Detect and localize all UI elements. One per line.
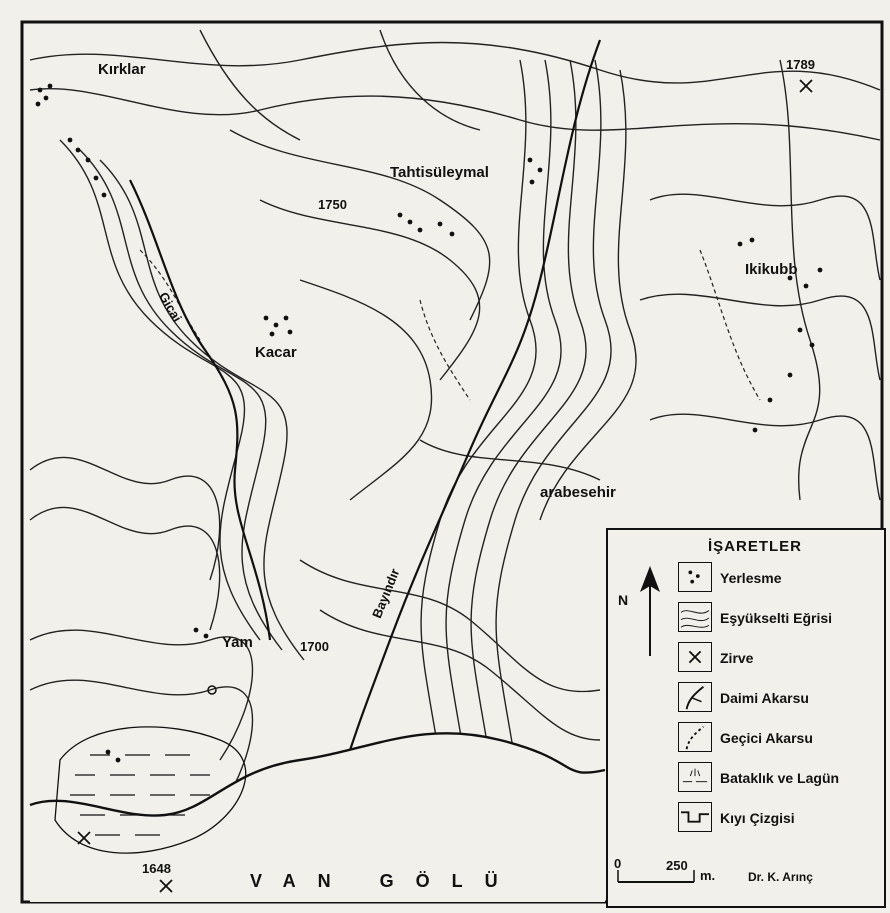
label-kirklar: Kırklar — [98, 61, 146, 78]
legend-row-permanent-stream: Daimi Akarsu — [678, 682, 884, 716]
legend-row-peak: Zirve — [678, 642, 884, 676]
settlement-dots — [35, 83, 823, 763]
scale-zero: 0 — [614, 856, 622, 871]
contour-icon — [678, 602, 712, 632]
label-elevation-1648: 1648 — [142, 861, 171, 876]
map-legend: İŞARETLER N Yerlesme Eşyükselti Eğrisi Z… — [606, 528, 886, 908]
legend-label-coastline: Kıyı Çizgisi — [720, 810, 795, 826]
label-elevation-1700: 1700 — [300, 639, 329, 654]
peak-markers — [77, 79, 813, 893]
seasonal-stream-icon — [678, 722, 712, 752]
north-arrow-icon — [640, 566, 660, 656]
marsh-area — [54, 726, 247, 854]
label-yam: Yam — [222, 634, 253, 651]
legend-row-settlement: Yerlesme — [678, 562, 884, 596]
seasonal-streams — [139, 249, 761, 401]
legend-row-seasonal-stream: Geçici Akarsu — [678, 722, 884, 756]
small-hill-marker — [207, 685, 217, 695]
legend-label-peak: Zirve — [720, 650, 754, 666]
coastline-icon — [678, 802, 712, 832]
scale-unit: m. — [700, 868, 716, 883]
legend-label-contour: Eşyükselti Eğrisi — [720, 610, 833, 626]
coastline — [29, 732, 606, 817]
legend-title: İŞARETLER — [708, 538, 803, 555]
legend-row-contour: Eşyükselti Eğrisi — [678, 602, 884, 636]
label-kacar: Kacar — [255, 344, 297, 361]
contour-lines — [29, 29, 881, 811]
settlement-icon — [678, 562, 712, 592]
label-tahtisuleyman: Tahtisüleymal — [390, 164, 489, 181]
label-arabesehir: arabesehir — [540, 484, 616, 501]
scale-value: 250 — [666, 858, 688, 873]
rivers — [129, 39, 602, 781]
scale-bar — [617, 870, 695, 883]
label-lake-van: VAN GÖLÜ — [250, 871, 520, 891]
author-credit: Dr. K. Arınç — [748, 870, 813, 884]
legend-label-permanent-stream: Daimi Akarsu — [720, 690, 809, 706]
legend-label-settlement: Yerlesme — [720, 570, 782, 586]
permanent-stream-icon — [678, 682, 712, 712]
label-elevation-1789: 1789 — [786, 57, 815, 72]
label-ikikubbe: Ikikubb — [745, 261, 798, 278]
legend-label-marsh: Bataklık ve Lagün — [720, 770, 840, 786]
lake-water — [30, 733, 605, 902]
north-label: N — [618, 592, 629, 608]
peak-icon — [678, 642, 712, 672]
label-elevation-1750: 1750 — [318, 197, 347, 212]
legend-row-coastline: Kıyı Çizgisi — [678, 802, 884, 836]
legend-label-seasonal-stream: Geçici Akarsu — [720, 730, 813, 746]
legend-row-marsh: Bataklık ve Lagün — [678, 762, 884, 796]
marsh-icon — [678, 762, 712, 792]
